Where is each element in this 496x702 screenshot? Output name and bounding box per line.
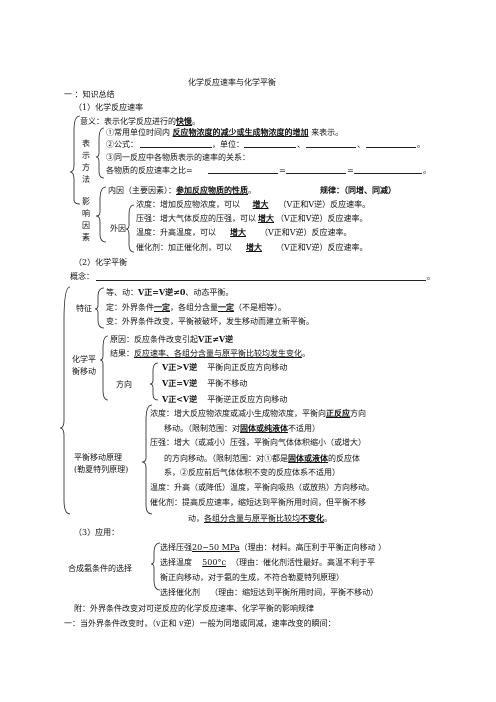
label-factors: 影响因素: [82, 197, 90, 242]
blank-formula: [140, 147, 212, 148]
blank-ratio-2: [286, 173, 346, 174]
shift-cause: 原因：反应条件改变引起V正≠V逆: [110, 334, 234, 344]
rate-method-2: ②公式：: [106, 140, 138, 149]
label-direction: 方向: [116, 380, 132, 389]
principle-catalyst-2: 动，各组分含量与原平衡比较均不变化。: [188, 513, 332, 523]
principle-pressure-1: 压强：增大（或减小）压强，平衡向气体体积缩小（或增大）: [150, 438, 366, 447]
app-pressure: 选择压强20~50 MPa（理由：材料。高压利于平衡正向移动 ）: [160, 543, 387, 552]
separator: 、: [297, 140, 305, 149]
equals: =: [347, 166, 354, 175]
eq-concept-label: 概念：: [70, 272, 94, 281]
factor-row-concentration: 浓度：增加反应物浓度，可以 增大（V正和V逆）反应速率。: [136, 199, 371, 209]
factor-row-pressure: 压强：增大气体反应的压强，可以增大（V正和V逆）反应速率。: [136, 213, 368, 223]
factor-row-catalyst: 催化剂：加正催化剂，可以增大（V正和V逆）反应速率。: [136, 242, 368, 252]
blank-ratio-1: [208, 173, 278, 174]
principle-concentration: 浓度：增大反应物浓度或减小生成物浓度，平衡向正反应方向: [150, 408, 366, 418]
subsection-heading-rate: （1）化学反应速率: [74, 103, 144, 112]
label-representation: 表示方法: [82, 139, 90, 184]
factor-internal: 内因（主要因素）：参加反应物质的性质。: [108, 185, 256, 195]
subsection-heading-application: （3）应用：: [74, 528, 120, 537]
app-temperature: 选择温度 500°c （理由：催化剂活性最好。高温不利于平: [160, 558, 376, 567]
feature-2: 定：外界条件一定，各组分含量一定（不是相等）。: [106, 302, 286, 312]
principle-pressure-2: 的方向移动。（限制范围：对①都是固体或液体的反应体: [164, 453, 360, 463]
rate-unit-label: ，单位：: [212, 140, 244, 149]
rate-ratio: 各物质的反应速率之比=: [106, 166, 193, 175]
app-temperature-2: 衡正向移动，对于氨的生成，不符合勒夏特列原理）: [160, 573, 344, 582]
label-equilibrium-shift: 化学平衡移动: [72, 355, 96, 376]
shift-result: 结果：反应速率、各组分含量与原平衡比较均发生变化。: [110, 349, 310, 358]
rate-meaning: 意义：表示化学反应进行的快慢。: [80, 116, 200, 126]
page-title: 化学反应速率与化学平衡: [188, 78, 276, 87]
subsection-heading-equilibrium: （2）化学平衡: [74, 258, 128, 267]
principle-concentration-limit: 移动。（限制范围：对固体或纯液体不适用）: [164, 423, 320, 433]
rate-method-1: ①常用单位时间内 反应物浓度的减少或生成物浓度的增加 来表示。: [106, 127, 344, 137]
last-line: 一：当外界条件改变时，（v正和 v逆）一般为同增或同减，速率改变的瞬间：: [64, 619, 336, 628]
equals: =: [279, 166, 286, 175]
factor-rule: 规律：（同增、同减）: [320, 185, 396, 195]
appendix-heading: 附：外界条件改变对可逆反应的化学反应速率、化学平衡的影响规律: [74, 604, 314, 613]
period: 。: [417, 140, 425, 149]
blank-unit-3: [366, 147, 416, 148]
principle-catalyst-1: 催化剂：提高反应速率，缩短达到平衡所用时间，但平衡不移: [150, 498, 366, 507]
label-ammonia-synthesis: 合成氨条件的选择: [68, 564, 132, 573]
blank-ratio-3: [354, 173, 422, 174]
period: 。: [427, 272, 435, 281]
blank-unit-1: [244, 147, 296, 148]
rate-method-3: ③同一反应中各物质表示的速率的关系：: [106, 153, 250, 162]
principle-temperature: 温度：升高（或降低）温度，平衡向吸热（或放热）方向移动。: [150, 483, 374, 492]
feature-3: 变：外界条件改变，平衡被破坏，发生移动而建立新平衡。: [106, 317, 314, 326]
section-heading: 一 ：知识总结: [64, 90, 115, 99]
factor-row-temperature: 温度：升高温度，可以增大（V正和V逆）反应速率。: [136, 227, 352, 237]
direction-none: V正=V逆 平衡不移动: [162, 378, 248, 388]
direction-forward: V正>V逆 平衡向正反应方向移动: [162, 362, 288, 372]
blank-concept: [96, 280, 426, 281]
period: 。: [423, 166, 431, 175]
app-catalyst: 选择催化剂 （理由：缩短达到平衡所用时间，平衡不移动）: [160, 588, 379, 597]
label-le-chatelier: 平衡移动原理(勒夏特列原理): [74, 453, 129, 474]
direction-reverse: V正<V逆 平衡逆正反应方向移动: [162, 394, 288, 404]
blank-unit-2: [306, 147, 356, 148]
feature-1: 等、动：V正=V逆≠0、动态平衡。: [106, 287, 234, 297]
separator: 、: [357, 140, 365, 149]
label-external: 外因: [110, 224, 126, 233]
principle-pressure-3: 系，②反应前后气体体积不变的反应体系不适用）: [164, 468, 340, 477]
label-features: 特征: [76, 304, 92, 313]
